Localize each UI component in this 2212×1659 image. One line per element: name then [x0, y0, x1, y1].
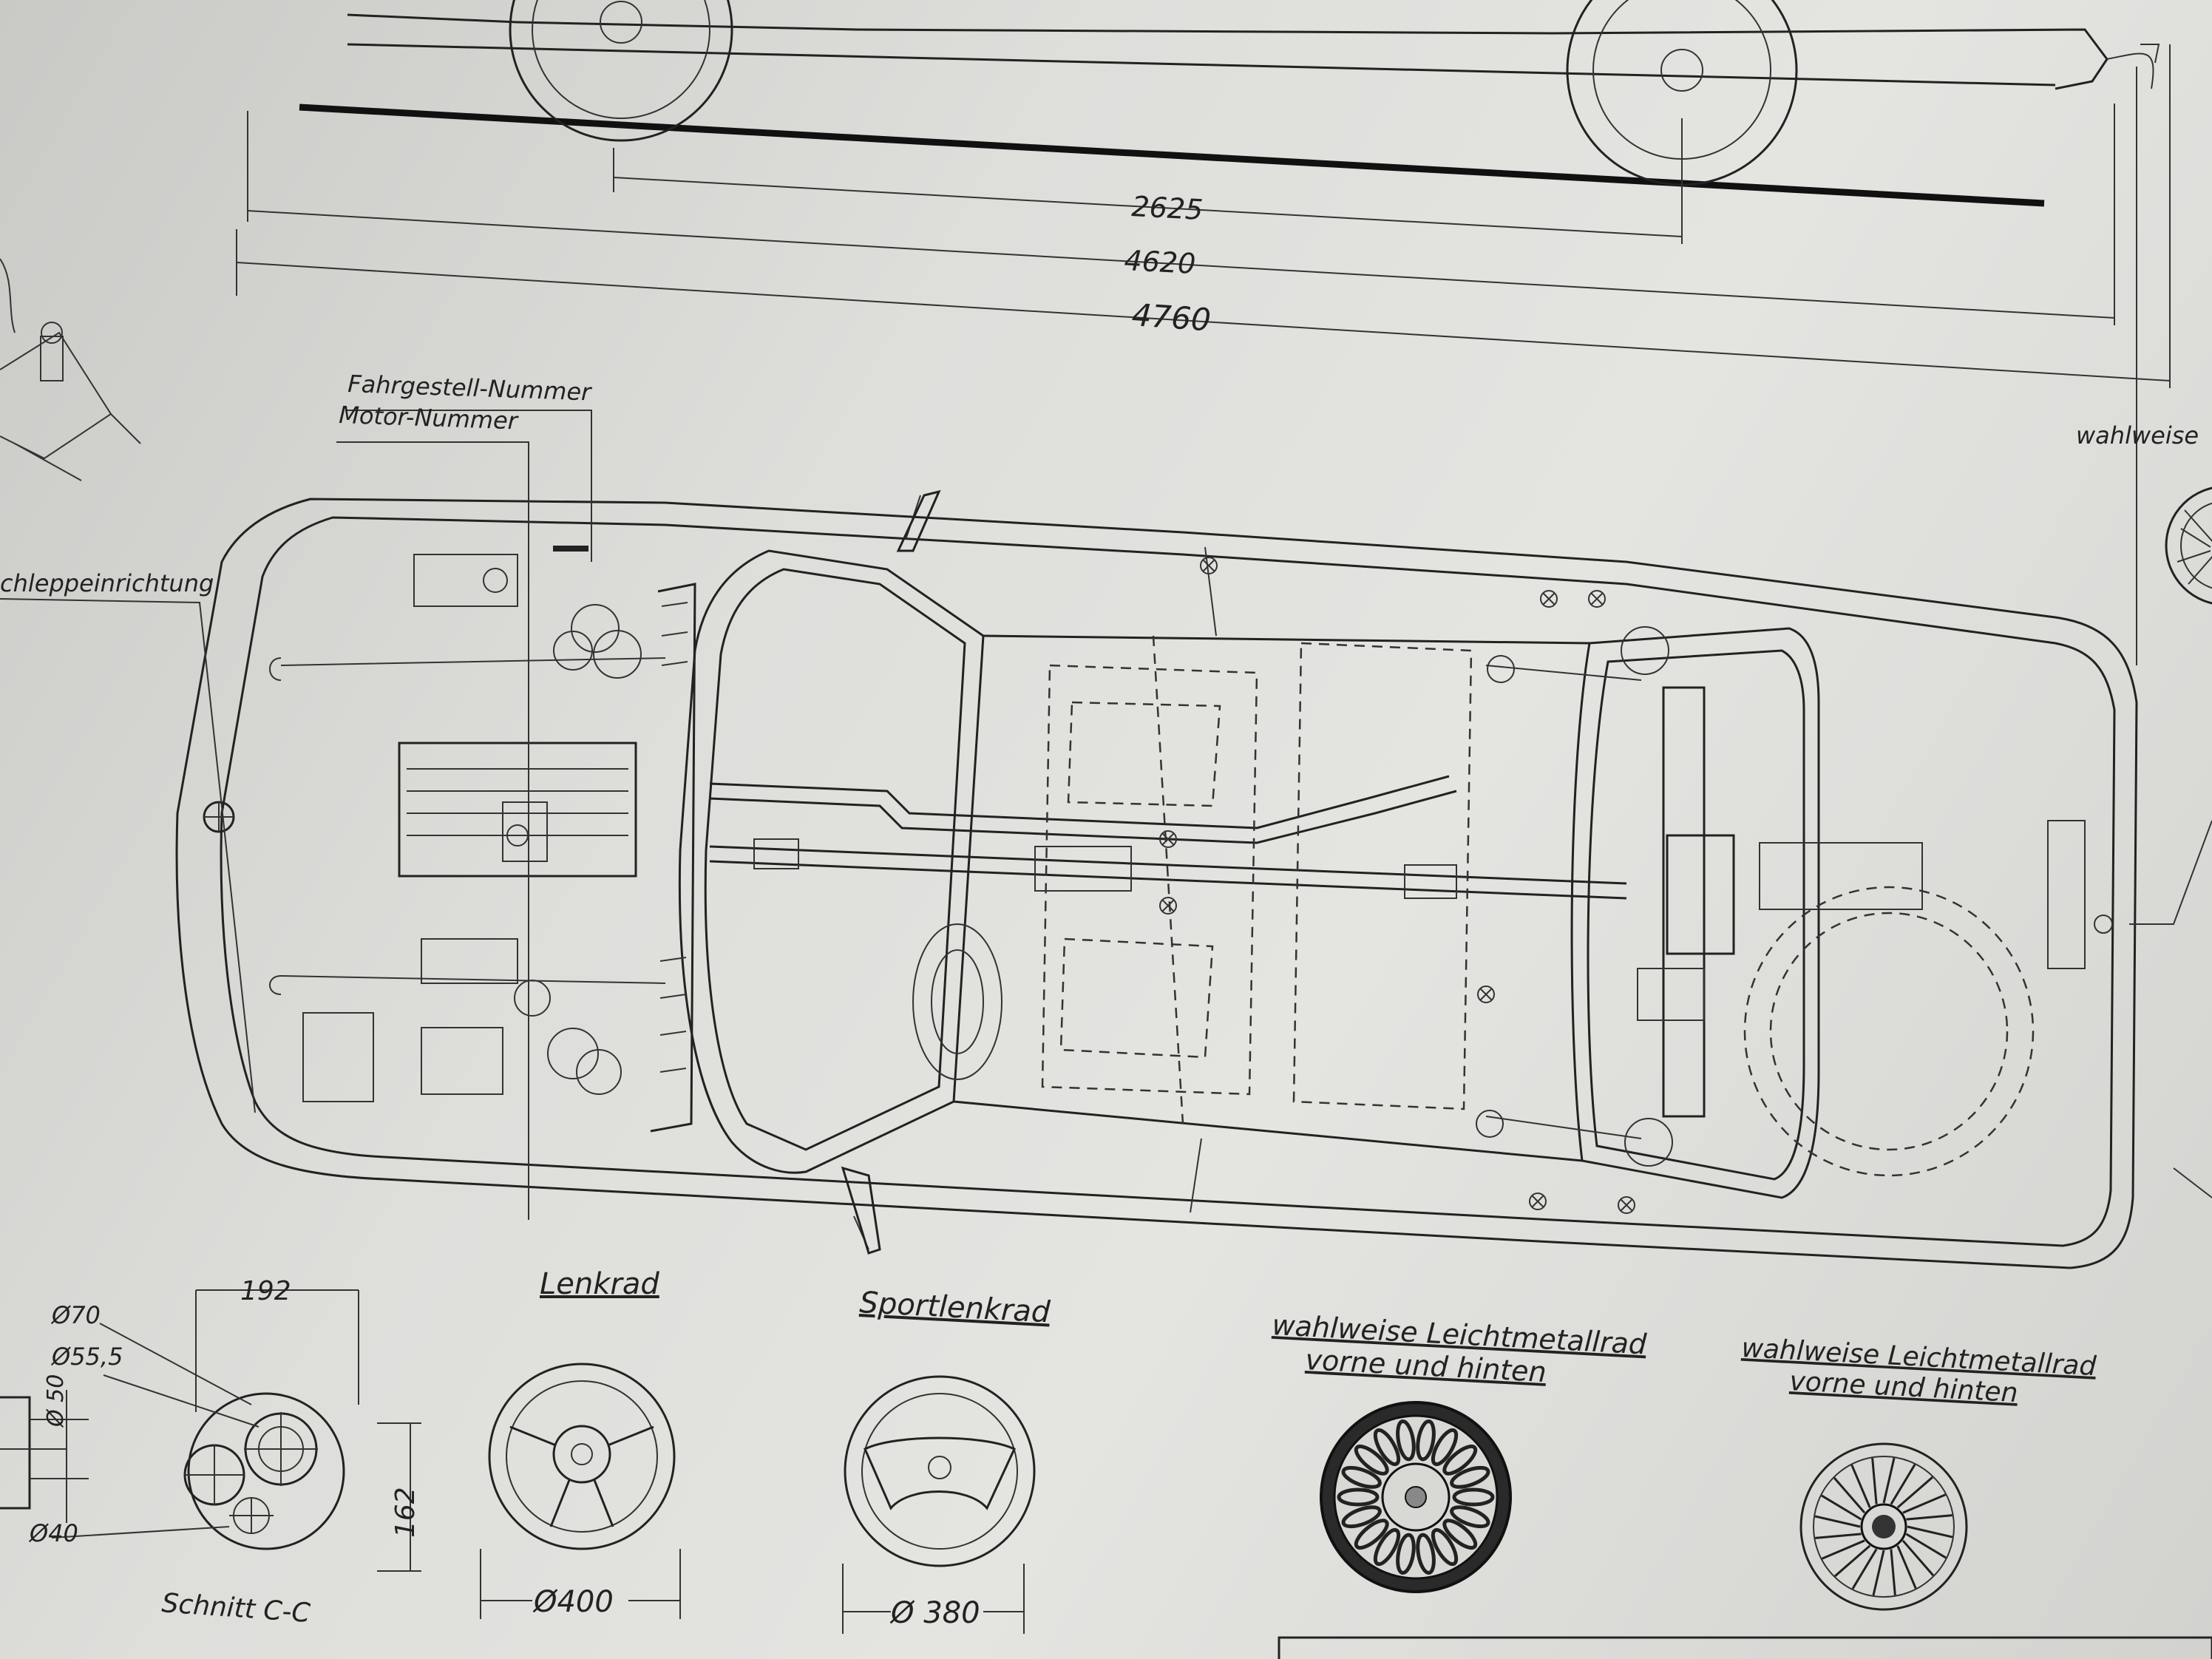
mesh-cell [1416, 1533, 1436, 1575]
sport-wheel-diameter: Ø 380 [889, 1596, 980, 1630]
label-engine-number: Motor-Nummer [339, 401, 520, 435]
section-d55: Ø55,5 [50, 1343, 123, 1371]
wheel-spoke [1890, 1464, 1916, 1505]
mesh-cell [1373, 1428, 1401, 1467]
dim-wheelbase: 2625 [1131, 190, 1204, 226]
wheel-spoke [1882, 1457, 1896, 1504]
wheel-spoke [1901, 1539, 1935, 1576]
label-tow-device: chleppeinrichtung [0, 569, 214, 597]
sport-steering-wheel-drawing [842, 1375, 1036, 1634]
section-cc-label: Schnitt C-C [160, 1588, 311, 1629]
mesh-cell [1337, 1487, 1380, 1507]
wheel-spoke [1906, 1514, 1953, 1521]
wheel-spoke [1815, 1533, 1862, 1539]
wheel-spoke [1902, 1493, 1947, 1514]
section-d50: Ø 50 [43, 1374, 69, 1428]
wheel-spoke [1872, 1550, 1885, 1596]
section-d40: Ø40 [28, 1519, 78, 1547]
mesh-cell [1442, 1519, 1478, 1550]
wheel-spoke [1821, 1494, 1862, 1521]
wheel-spoke [1850, 1464, 1871, 1508]
wheel-spoke [1834, 1544, 1871, 1578]
label-steering-wheel: Lenkrad [540, 1267, 659, 1301]
section-width-dim: 192 [240, 1276, 291, 1306]
gear-lever-detail [0, 258, 141, 481]
mesh-cell [1396, 1533, 1416, 1575]
label-chassis-number: Fahrgestell-Nummer [347, 370, 593, 407]
mesh-cell [1450, 1465, 1490, 1489]
mesh-cell [1341, 1505, 1382, 1529]
side-view [299, 0, 2160, 207]
mesh-cell [1442, 1444, 1478, 1476]
mesh-cell [1452, 1487, 1495, 1507]
dim-total-length: 4760 [1130, 296, 1212, 338]
label-sport-steering-wheel: Sportlenkrad [858, 1286, 1051, 1329]
wheel-spoke [1890, 1549, 1896, 1595]
wheel-spoke [1833, 1477, 1866, 1514]
label-optional-top-right: wahlweise [2076, 421, 2199, 449]
mesh-cell [1354, 1519, 1389, 1550]
alloy-wheel-1-drawing [1320, 1401, 1512, 1593]
chassis-number-plate [553, 546, 588, 552]
mesh-cell [1416, 1419, 1436, 1462]
mesh-cell [1396, 1419, 1416, 1462]
mesh-cell [1450, 1505, 1490, 1529]
wheel-spoke [1851, 1548, 1878, 1590]
section-d70: Ø70 [50, 1301, 101, 1329]
wheel-spoke [1896, 1476, 1933, 1509]
title-block [1278, 1636, 2212, 1659]
section-height-dim: 162 [390, 1487, 421, 1538]
mesh-cell [1431, 1428, 1459, 1467]
partial-wheel-right [2129, 486, 2212, 1198]
section-cc [0, 1289, 421, 1572]
mesh-cell [1373, 1527, 1401, 1567]
mesh-cell [1341, 1465, 1382, 1489]
steering-wheel-diameter: Ø400 [532, 1585, 614, 1619]
wheel-spoke [1821, 1539, 1865, 1560]
dimension-lines [236, 44, 2171, 665]
wheel-spoke [1907, 1525, 1953, 1538]
wheel-spoke [1896, 1545, 1917, 1590]
alloy-wheel-2-drawing [1799, 1442, 1968, 1611]
wheel-spoke [1871, 1458, 1878, 1504]
steering-wheel-drawing [480, 1363, 681, 1619]
mesh-cell [1354, 1444, 1389, 1476]
wheel-spoke [1905, 1533, 1947, 1559]
mesh-cell [1431, 1527, 1459, 1567]
wheel-spoke [1814, 1515, 1861, 1528]
dim-body-length: 4620 [1124, 244, 1197, 280]
plan-view-car [0, 410, 2138, 1269]
